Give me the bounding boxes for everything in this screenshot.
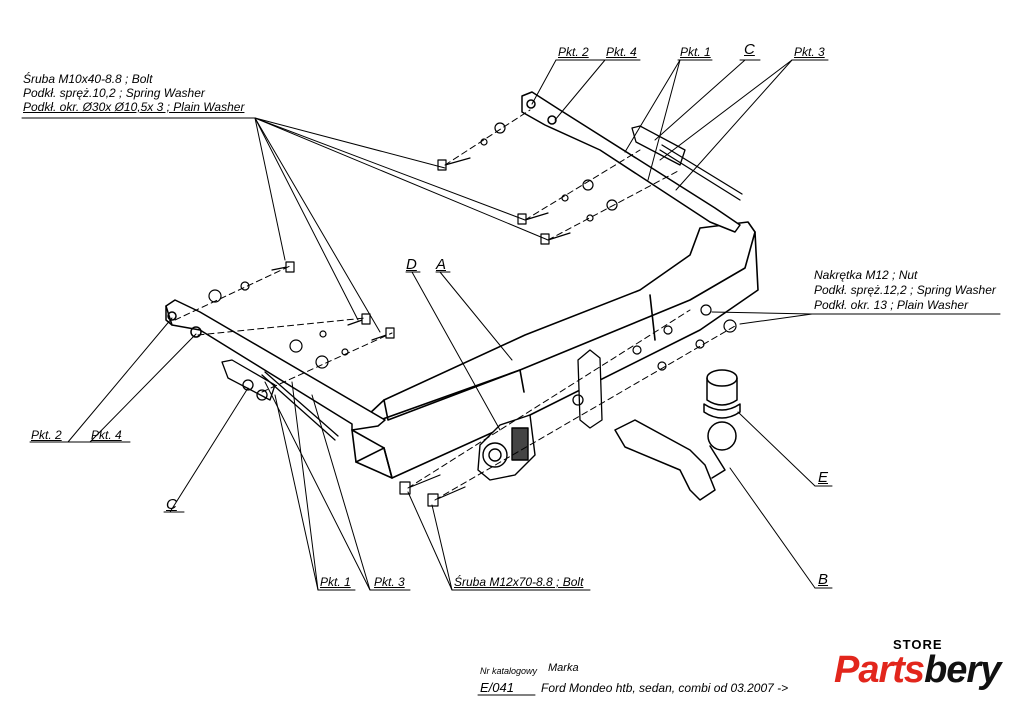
logo-store-text: STORE: [893, 637, 943, 652]
left-c-label: C: [166, 496, 177, 513]
clamp-plate-left: [221, 359, 339, 441]
clamp-plate-right: [631, 125, 743, 201]
fasteners: [208, 122, 737, 507]
right-bracket: [521, 91, 741, 233]
catalog-number: E/041: [480, 680, 514, 695]
top-pkt4-label: Pkt. 4: [606, 45, 637, 59]
top-pkt1-label: Pkt. 1: [680, 45, 711, 59]
bolt-m12-label: Śruba M12x70-8.8 ; Bolt: [454, 575, 584, 589]
nut-m12-line2: Podkł. spręż.12,2 ; Spring Washer: [814, 283, 996, 297]
logo-part2: bery: [924, 649, 1001, 691]
top-pkt3-label: Pkt. 3: [794, 45, 825, 59]
part-e-label: E: [818, 469, 829, 486]
part-b-label: B: [818, 571, 829, 588]
top-c-label: C: [744, 41, 755, 58]
nut-m12-line1: Nakrętka M12 ; Nut: [814, 268, 918, 282]
bolt-m10-line3: Podkł. okr. Ø30x Ø10,5x 3 ; Plain Washer: [23, 100, 245, 114]
nut-m12-line3: Podkł. okr. 13 ; Plain Washer: [814, 298, 969, 312]
part-a-label: A: [436, 256, 447, 273]
assembly-axes: [174, 109, 736, 501]
left-pkt2-label: Pkt. 2: [31, 428, 62, 442]
bolt-m10-line2: Podkł. spręż.10,2 ; Spring Washer: [23, 86, 205, 100]
logo-part1: Parts: [834, 649, 925, 691]
part-d-label: D: [406, 256, 417, 273]
logo-wordmark: Partsbery: [834, 649, 1001, 691]
bottom-pkt3-label: Pkt. 3: [374, 575, 405, 589]
catalog-marka-label: Marka: [548, 662, 579, 674]
top-pkt2-label: Pkt. 2: [558, 45, 589, 59]
ball-cover-e: [703, 369, 741, 419]
left-pkt4-label: Pkt. 4: [91, 428, 122, 442]
catalog-model: Ford Mondeo htb, sedan, combi od 03.2007…: [541, 681, 789, 695]
catalog-nr-label: Nr katalogowy: [480, 666, 538, 676]
ball-mount-plate-d: [477, 414, 536, 481]
gooseneck-b: [614, 419, 737, 501]
center-bracket: [572, 349, 603, 429]
bolt-m10-line1: Śruba M10x40-8.8 ; Bolt: [23, 72, 153, 86]
bottom-pkt1-label: Pkt. 1: [320, 575, 351, 589]
leader-lines: [21, 59, 1001, 696]
